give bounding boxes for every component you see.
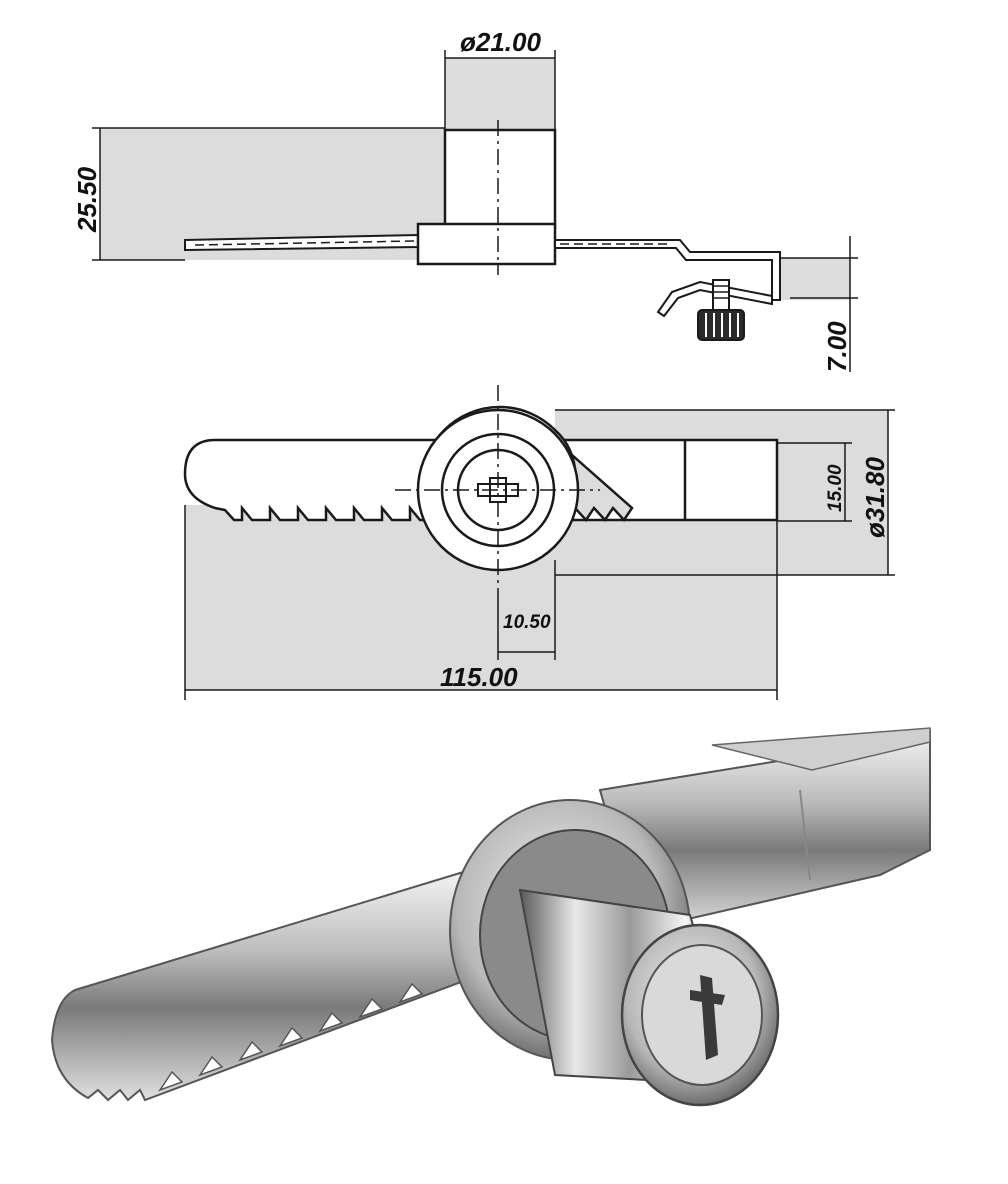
shade-offset-field bbox=[780, 258, 850, 300]
blade-teeth bbox=[158, 982, 424, 1092]
shade-slot-field bbox=[777, 443, 845, 521]
side-elevation-view: ø21.00 25.50 7.00 bbox=[72, 27, 858, 372]
lock-body-side bbox=[443, 128, 557, 230]
dimension-overall-length: 115.00 bbox=[440, 662, 518, 692]
dimension-offset-right: 7.00 bbox=[822, 321, 852, 372]
lock-flange-side bbox=[416, 222, 557, 266]
dimension-diameter-top: ø21.00 bbox=[460, 27, 541, 57]
dimension-center-offset: 10.50 bbox=[503, 612, 551, 633]
chrome-toothed-blade bbox=[50, 868, 522, 1102]
blade-right-section bbox=[551, 438, 779, 523]
shade-diameter-field bbox=[445, 58, 555, 130]
front-elevation-view: ø31.80 15.00 10.50 115.00 bbox=[183, 385, 895, 700]
dimension-height-side: 25.50 bbox=[72, 166, 102, 233]
product-photo bbox=[50, 727, 931, 1107]
toothed-blade bbox=[183, 438, 447, 522]
keyway-icon bbox=[690, 975, 725, 1060]
thumb-screw-side bbox=[697, 279, 745, 341]
dimension-slot-height: 15.00 bbox=[825, 464, 846, 512]
dimension-diameter-front: ø31.80 bbox=[860, 457, 890, 538]
spring-clip-side bbox=[656, 280, 773, 318]
